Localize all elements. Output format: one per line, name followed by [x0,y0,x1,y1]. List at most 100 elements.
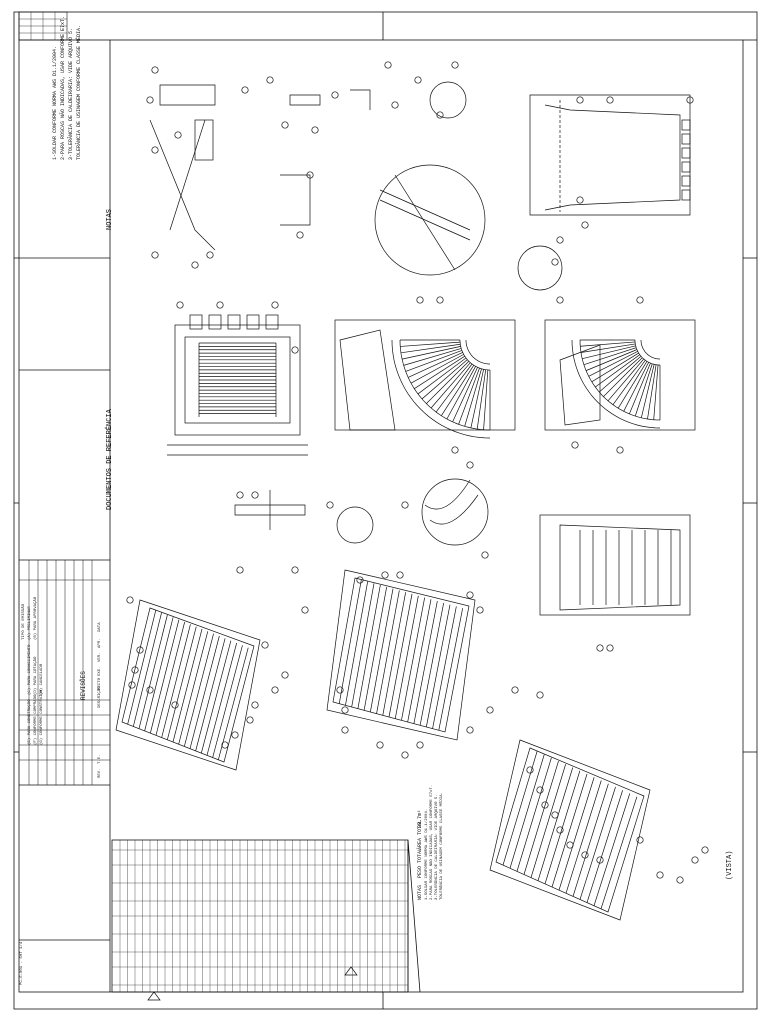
note-line: 3-TOLERÂNCIA DE CALDEIRARIA: VIDE ARQUIV… [68,27,74,160]
item-balloon [416,296,424,304]
item-balloon [451,446,459,454]
rev-col: VER. [98,652,102,662]
item-balloon [551,258,559,266]
rev-col: EXE. [98,666,102,676]
type-label: TIPO DE EMISSÃO [22,603,26,640]
item-balloon [541,801,549,809]
item-balloon [171,701,179,709]
item-balloon [326,501,334,509]
item-balloon [306,171,314,179]
item-balloon [281,671,289,679]
item-balloon [616,446,624,454]
item-balloon [656,871,664,879]
rev-col: DATA [98,622,102,632]
bom-notes-header: NOTAS [417,884,423,900]
type-label: (H) CANCELADO [40,663,44,695]
item-balloon [606,96,614,104]
type-label: (A) PRELIMINAR [28,606,32,640]
item-balloon [576,196,584,204]
revisions-header: REVISÕES [80,671,87,700]
item-balloon [691,856,699,864]
item-balloon [581,851,589,859]
item-balloon [391,101,399,109]
item-balloon [556,296,564,304]
isometric-view-3 [489,739,651,921]
item-balloon [136,646,144,654]
outer-border [13,11,758,1010]
item-balloon [236,566,244,574]
note-line: 1-SOLDAR CONFORME NORMA AWS D1.1/2004. [52,45,58,160]
item-balloon [336,686,344,694]
item-balloon [401,501,409,509]
item-balloon [481,551,489,559]
type-label: (E) PARA CONSTRUÇÃO [28,699,32,745]
chute-front-view [167,314,308,456]
item-balloon [311,126,319,134]
item-balloon [596,856,604,864]
item-balloon [271,301,279,309]
item-balloon [636,296,644,304]
item-balloon [576,96,584,104]
item-balloon [241,86,249,94]
item-balloon [191,261,199,269]
view-label: (VISTA) [726,850,734,880]
item-balloon [556,236,564,244]
item-balloon [341,706,349,714]
item-balloon [174,131,182,139]
isometric-view-2 [326,569,476,741]
item-balloon [551,811,559,819]
item-balloon [151,146,159,154]
item-balloon [246,716,254,724]
item-balloon [486,706,494,714]
item-balloon [296,231,304,239]
item-balloon [526,766,534,774]
item-balloon [436,111,444,119]
item-balloon [266,76,274,84]
item-balloon [206,251,214,259]
item-balloon [146,96,154,104]
item-balloon [281,121,289,129]
item-balloon [701,846,709,854]
item-balloon [271,686,279,694]
item-balloon [151,251,159,259]
type-label: (B) PARA APROVAÇÃO [34,596,38,640]
item-balloon [466,591,474,599]
item-balloon [466,726,474,734]
area-value: 33.7m² [417,809,423,828]
item-balloon [221,741,229,749]
item-balloon [566,841,574,849]
item-balloon [151,66,159,74]
item-balloon [581,221,589,229]
bom-note-line: 2-PARA ROSCAS NÃO INDICADAS, USAR CONFOR… [430,784,434,900]
item-balloon [606,644,614,652]
item-balloon [231,731,239,739]
item-balloon [301,606,309,614]
item-balloon [291,566,299,574]
item-balloon [596,644,604,652]
bom-note-line: 3-TOLERÂNCIA DE CALDEIRARIA: VIDE ARQUIV… [435,794,439,900]
item-balloon [416,741,424,749]
sheet-code: PC-E-001 - SHT 1/4 [20,941,24,985]
item-balloon [291,346,299,354]
item-balloon [536,786,544,794]
item-balloon [451,61,459,69]
item-balloon [126,596,134,604]
item-balloon [376,741,384,749]
item-balloon [571,441,579,449]
curved-chute-view-2 [571,339,661,429]
weight-label: PESO TOTAL [417,847,423,878]
item-balloon [128,681,136,689]
item-balloon [536,691,544,699]
item-balloon [341,726,349,734]
item-balloon [511,686,519,694]
type-label: (D) PARA COTAÇÃO [34,656,38,695]
notes-header: NOTAS [106,208,114,230]
item-balloon [381,571,389,579]
item-balloon [356,576,364,584]
item-balloon [436,296,444,304]
type-label: (F) CONFORME COMPRADO [34,694,38,745]
rev-col: REV. [98,768,102,778]
note-line: 2-PARA ROSCAS NÃO INDICADAS, USAR CONFOR… [60,15,66,160]
bom-note-line: TOLERÂNCIA DE USINAGEM CONFORME CLASSE M… [440,791,444,900]
